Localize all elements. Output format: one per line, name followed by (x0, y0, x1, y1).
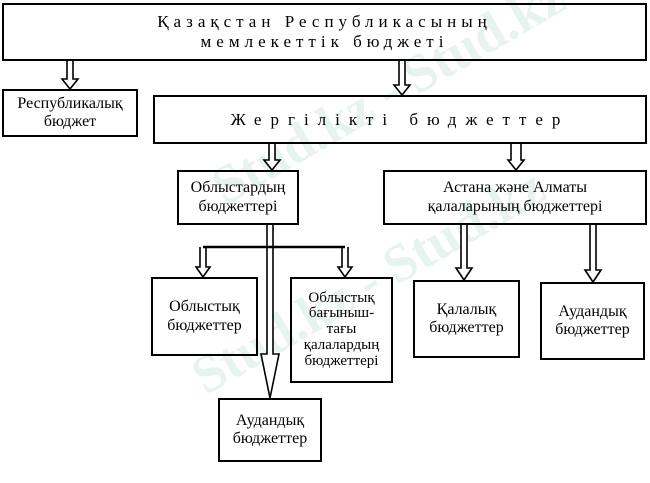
node-label: Аудандық бюджеттер (555, 302, 630, 338)
node-subordinate-cities: Облыстық бағыныш- тағы қалалардың бюджет… (290, 277, 393, 383)
arrow (506, 144, 526, 172)
node-district-bottom: Аудандық бюджеттер (218, 398, 322, 462)
node-local: Жергілікті бюджеттер (153, 95, 647, 144)
node-astana-almaty: Астана және Алматы қалаларының бюджеттер… (383, 170, 647, 225)
arrow (454, 225, 474, 282)
node-republican: Республикалық бюджет (2, 89, 138, 137)
arrow (583, 225, 603, 284)
arrow (336, 247, 354, 279)
node-state-budget: Қазақстан Республикасының мемлекеттік бю… (2, 3, 647, 61)
node-regional: Облыстардың бюджеттері (177, 170, 299, 225)
arrow (194, 247, 212, 279)
node-district-right: Аудандық бюджеттер (540, 282, 645, 360)
node-city: Қалалық бюджеттер (413, 280, 520, 358)
node-label: Облыстық бағыныш- тағы қалалардың бюджет… (303, 289, 380, 369)
arrow (60, 61, 80, 91)
arrow (262, 144, 282, 172)
node-label: Республикалық бюджет (17, 94, 123, 130)
node-label: Астана және Алматы қалаларының бюджеттер… (427, 179, 603, 215)
node-label: Облыстық бюджеттер (167, 298, 242, 334)
arrow (260, 225, 280, 399)
node-label: Қалалық бюджеттер (429, 300, 504, 336)
node-label: Жергілікті бюджеттер (230, 109, 570, 129)
node-oblast: Облыстық бюджеттер (151, 277, 258, 356)
node-label: Облыстардың бюджеттері (190, 179, 286, 215)
node-label: Аудандық бюджеттер (232, 411, 308, 447)
node-label: Қазақстан Республикасының мемлекеттік бю… (157, 12, 492, 51)
arrow (392, 61, 412, 97)
